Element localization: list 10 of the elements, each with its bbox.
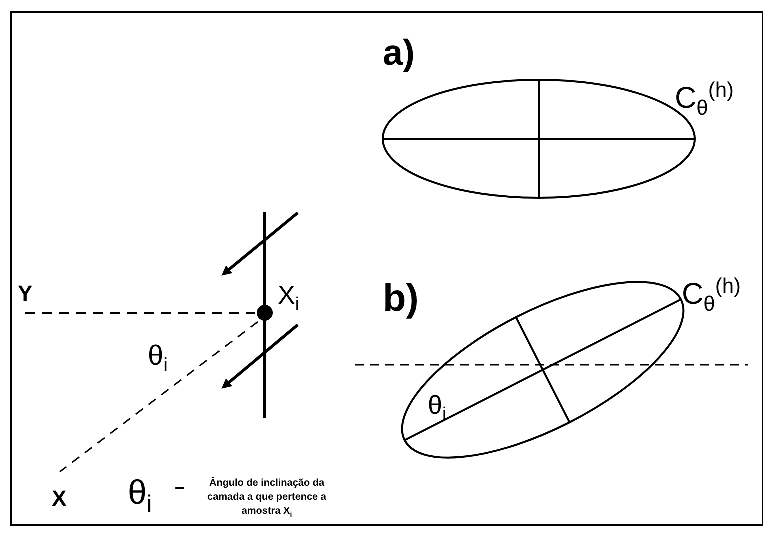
diagram-label: a): [383, 35, 416, 71]
diagram-label: θ$_{i}$: [128, 476, 152, 517]
diagram-label: X: [52, 488, 67, 510]
diagram-label: X$_{i}$: [278, 282, 300, 314]
dash-separator: –: [175, 478, 186, 496]
diagram-label: θ$_{i}$: [428, 392, 447, 424]
diagram-label: Y: [18, 283, 33, 305]
definition-note: Ângulo de inclinação da camada a que pertence a amostra X$_{i}$: [206, 477, 328, 521]
diagram-label: b): [383, 280, 419, 318]
diagram-label: θ$_{i}$: [148, 342, 168, 376]
